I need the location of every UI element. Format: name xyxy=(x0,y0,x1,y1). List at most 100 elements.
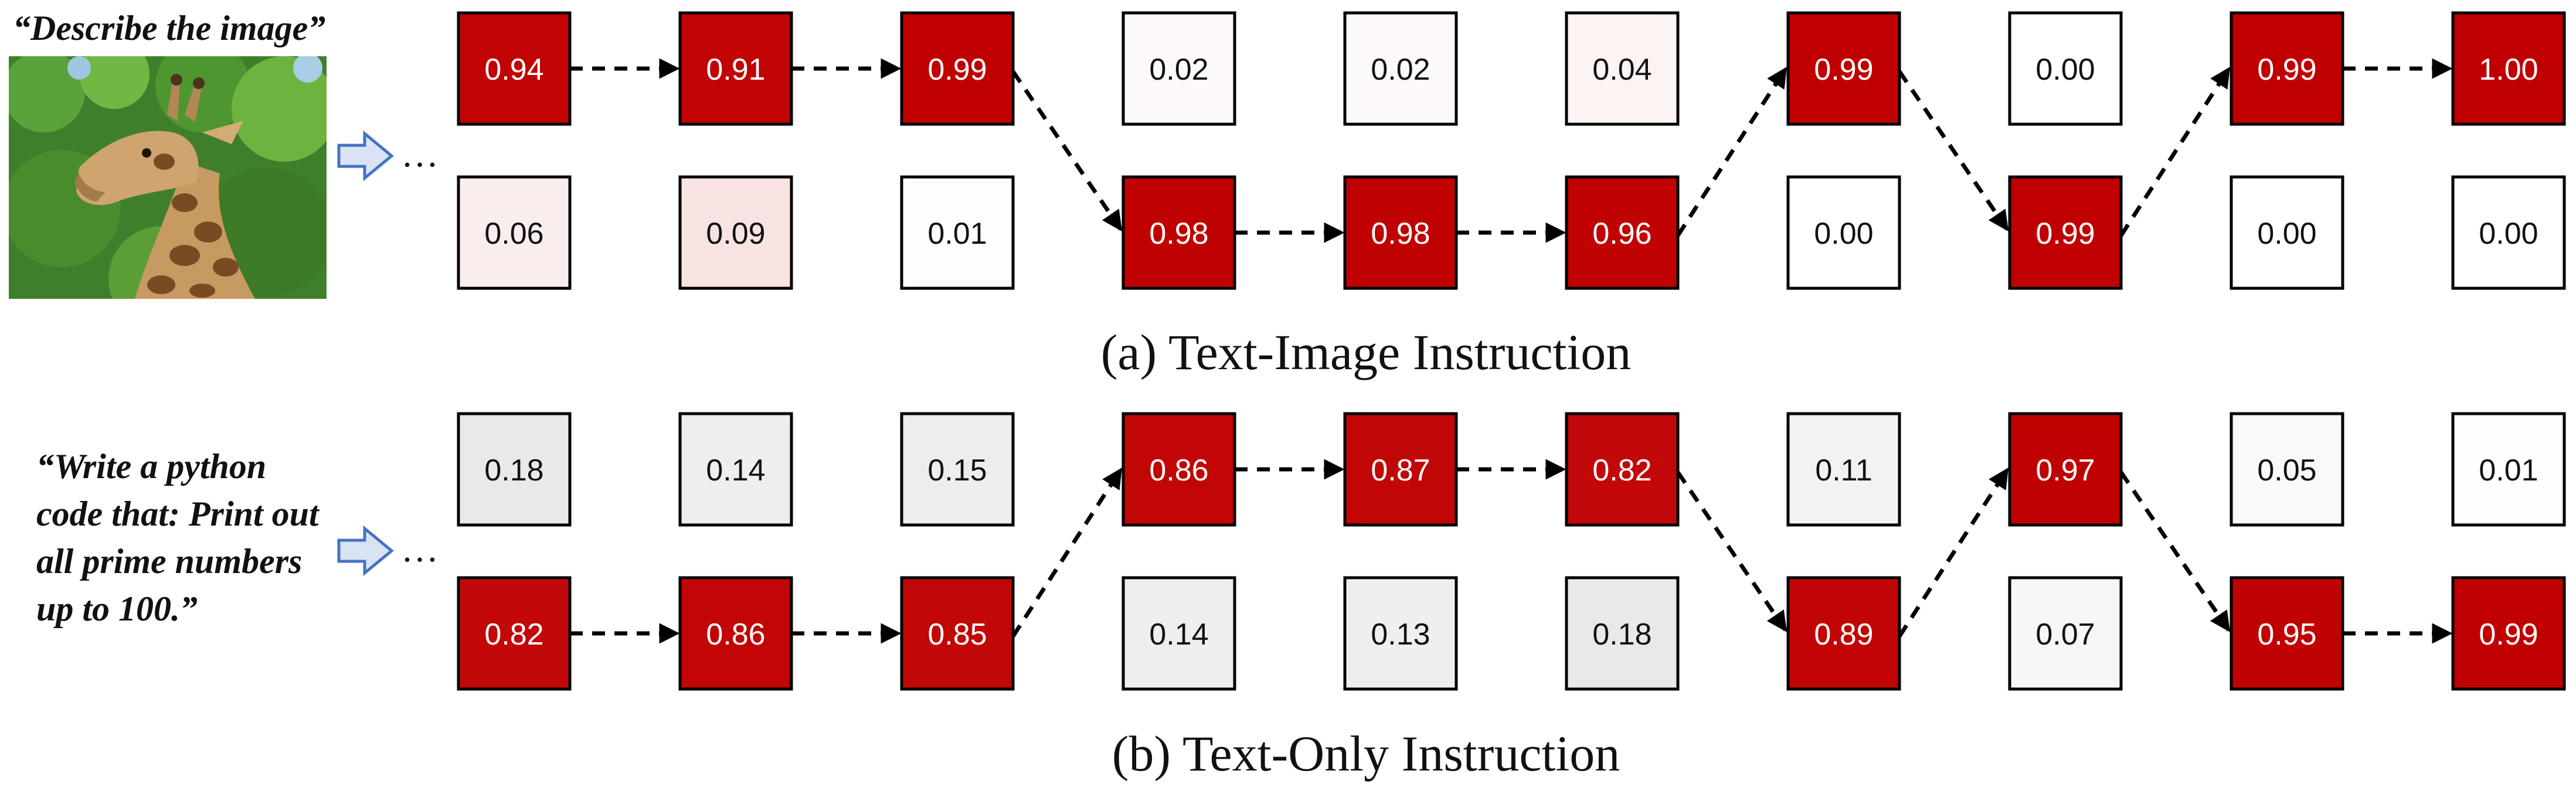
state-cell-a-r1-c5: 0.96 xyxy=(1565,175,1680,290)
state-cell-b-r0-c8: 0.05 xyxy=(2230,412,2344,527)
state-cell-b-r1-c1: 0.86 xyxy=(678,576,793,691)
state-cell-a-r0-c6: 0.99 xyxy=(1786,11,1901,126)
state-cell-a-r1-c3: 0.98 xyxy=(1122,175,1236,290)
input-arrow-icon xyxy=(337,525,394,577)
caption-text: Text-Image Instruction xyxy=(1168,324,1631,380)
ellipsis: … xyxy=(401,528,439,570)
cell-value: 0.87 xyxy=(1371,454,1430,487)
ellipsis: … xyxy=(401,133,439,175)
state-cell-a-r0-c2: 0.99 xyxy=(900,11,1015,126)
state-cell-a-r0-c3: 0.02 xyxy=(1122,11,1236,126)
cell-value: 0.97 xyxy=(2035,454,2095,487)
state-cell-a-r1-c4: 0.98 xyxy=(1343,175,1458,290)
state-cell-a-r0-c7: 0.00 xyxy=(2008,11,2123,126)
cell-value: 0.02 xyxy=(1149,53,1208,87)
path-arrow-a-2 xyxy=(1011,70,1123,231)
cell-value: 0.00 xyxy=(2257,217,2316,251)
state-cell-b-r1-c2: 0.85 xyxy=(900,576,1015,691)
state-cell-a-r1-c0: 0.06 xyxy=(457,175,572,290)
cell-value: 0.05 xyxy=(2257,454,2316,487)
cell-value: 0.18 xyxy=(484,454,543,487)
cell-value: 0.00 xyxy=(2479,217,2538,251)
path-arrow-b-5 xyxy=(1676,471,1787,632)
cell-value: 0.99 xyxy=(2479,618,2538,652)
cell-value: 0.04 xyxy=(1592,53,1651,87)
state-cell-b-r0-c6: 0.11 xyxy=(1786,412,1901,527)
state-cell-b-r0-c7: 0.97 xyxy=(2008,412,2123,527)
state-cell-a-r1-c8: 0.00 xyxy=(2230,175,2344,290)
cell-value: 0.89 xyxy=(1814,618,1873,652)
cell-value: 0.96 xyxy=(1592,217,1651,251)
state-cell-a-r1-c9: 0.00 xyxy=(2451,175,2566,290)
cell-value: 0.14 xyxy=(706,454,765,487)
panel-caption-b: (b) Text-Only Instruction xyxy=(1112,725,1620,782)
cell-value: 0.99 xyxy=(927,53,987,87)
cell-value: 0.95 xyxy=(2257,618,2316,652)
state-cell-a-r0-c8: 0.99 xyxy=(2230,11,2344,126)
state-cell-b-r1-c9: 0.99 xyxy=(2451,576,2566,691)
state-cell-a-r0-c0: 0.94 xyxy=(457,11,572,126)
state-cell-a-r1-c6: 0.00 xyxy=(1786,175,1901,290)
state-cell-b-r0-c1: 0.14 xyxy=(678,412,793,527)
cell-value: 0.14 xyxy=(1149,618,1208,652)
state-cell-a-r0-c5: 0.04 xyxy=(1565,11,1680,126)
cell-value: 0.98 xyxy=(1371,217,1430,251)
cell-value: 0.94 xyxy=(484,53,543,87)
cell-value: 0.18 xyxy=(1592,618,1651,652)
state-cell-b-r1-c4: 0.13 xyxy=(1343,576,1458,691)
cell-value: 0.98 xyxy=(1149,217,1208,251)
giraffe-image xyxy=(9,56,327,299)
cell-value: 0.00 xyxy=(2035,53,2095,87)
state-cell-b-r0-c2: 0.15 xyxy=(900,412,1015,527)
cell-value: 0.91 xyxy=(706,53,765,87)
cell-value: 0.86 xyxy=(1149,454,1208,487)
cell-value: 0.82 xyxy=(484,618,543,652)
state-cell-a-r1-c2: 0.01 xyxy=(900,175,1015,290)
cell-value: 1.00 xyxy=(2479,53,2538,87)
state-cell-a-r0-c9: 1.00 xyxy=(2451,11,2566,126)
path-arrow-a-7 xyxy=(2119,67,2231,237)
prompt-text-only: “Write a python code that: Print out all… xyxy=(36,447,319,628)
cell-value: 0.82 xyxy=(1592,454,1651,487)
caption-tag: (a) xyxy=(1101,324,1168,380)
caption-tag: (b) xyxy=(1112,725,1182,782)
state-cell-b-r1-c7: 0.07 xyxy=(2008,576,2123,691)
state-cell-b-r0-c3: 0.86 xyxy=(1122,412,1236,527)
cell-value: 0.01 xyxy=(2479,454,2538,487)
cell-value: 0.15 xyxy=(927,454,987,487)
state-cell-a-r0-c4: 0.02 xyxy=(1343,11,1458,126)
path-arrow-b-6 xyxy=(1898,468,2009,637)
state-cell-b-r1-c8: 0.95 xyxy=(2230,576,2344,691)
cell-value: 0.99 xyxy=(2035,217,2095,251)
state-cell-a-r0-c1: 0.91 xyxy=(678,11,793,126)
state-cell-b-r1-c6: 0.89 xyxy=(1786,576,1901,691)
state-cell-b-r0-c5: 0.82 xyxy=(1565,412,1680,527)
state-cell-a-r1-c1: 0.09 xyxy=(678,175,793,290)
cell-value: 0.06 xyxy=(484,217,543,251)
cell-value: 0.11 xyxy=(1815,454,1872,487)
state-cell-b-r0-c0: 0.18 xyxy=(457,412,572,527)
input-arrow-icon xyxy=(337,130,394,182)
state-cell-b-r1-c0: 0.82 xyxy=(457,576,572,691)
cell-value: 0.13 xyxy=(1371,618,1430,652)
path-arrow-b-7 xyxy=(2119,471,2231,632)
state-cell-b-r0-c4: 0.87 xyxy=(1343,412,1458,527)
caption-text: Text-Only Instruction xyxy=(1182,725,1620,782)
cell-value: 0.00 xyxy=(1814,217,1873,251)
state-cell-b-r0-c9: 0.01 xyxy=(2451,412,2566,527)
panel-caption-a: (a) Text-Image Instruction xyxy=(1101,324,1632,380)
state-cell-a-r1-c7: 0.99 xyxy=(2008,175,2123,290)
cell-value: 0.09 xyxy=(706,217,765,251)
cell-value: 0.99 xyxy=(2257,53,2316,87)
cell-value: 0.02 xyxy=(1371,53,1430,87)
state-cell-b-r1-c5: 0.18 xyxy=(1565,576,1680,691)
cell-value: 0.99 xyxy=(1814,53,1873,87)
state-cell-b-r1-c3: 0.14 xyxy=(1122,576,1236,691)
prompt-text-image: “Describe the image” xyxy=(13,9,326,47)
cell-value: 0.86 xyxy=(706,618,765,652)
path-arrow-b-2 xyxy=(1011,468,1123,637)
path-arrow-a-6 xyxy=(1898,70,2009,231)
cell-value: 0.01 xyxy=(927,217,987,251)
path-arrow-a-5 xyxy=(1676,67,1787,237)
